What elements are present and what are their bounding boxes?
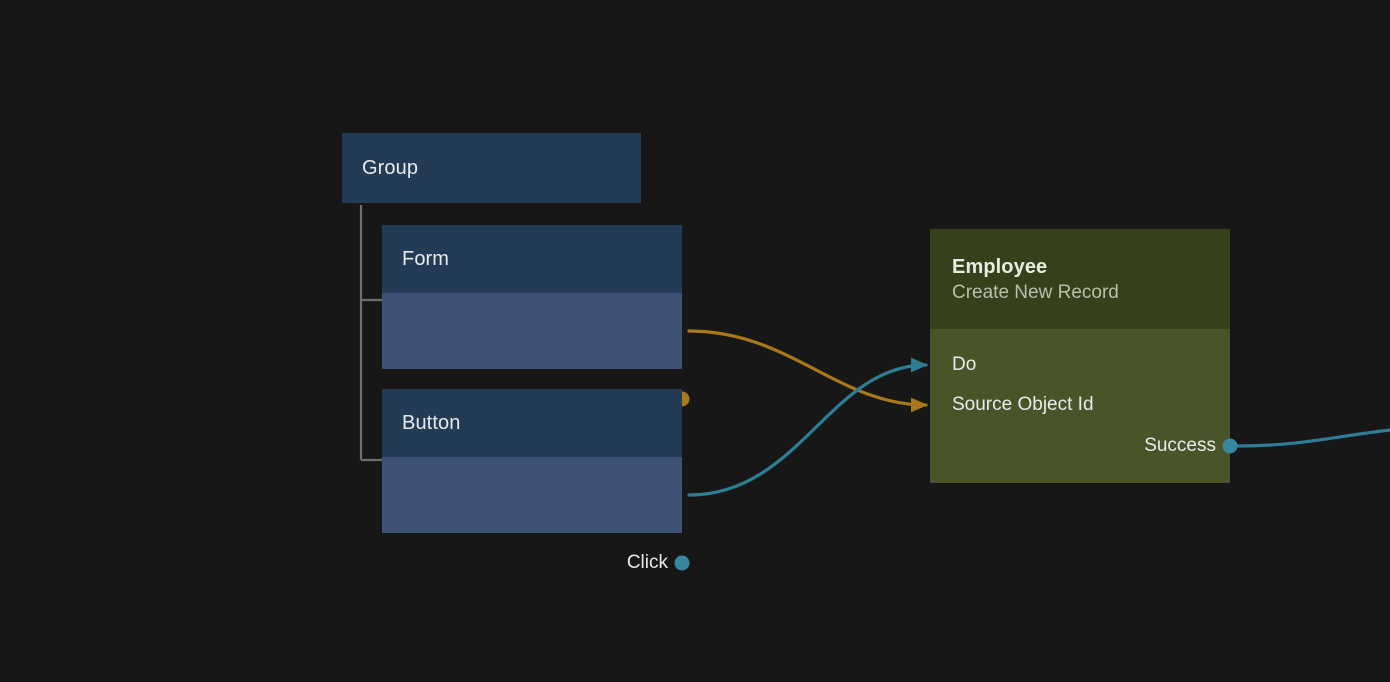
node-employee-subtitle: Create New Record — [952, 281, 1119, 303]
port-label-click: Click — [626, 552, 668, 573]
edge-button-click-to-do[interactable] — [687, 357, 928, 497]
node-group-header: Group — [342, 133, 641, 203]
port-row-source-object-id[interactable]: Source Object Id — [952, 392, 1094, 418]
node-form-body: Object Id — [382, 293, 682, 409]
port-row-do[interactable]: Do — [952, 352, 976, 378]
node-form[interactable]: Form Object Id — [382, 225, 690, 409]
port-label-success: Success — [1144, 435, 1216, 456]
port-dot-success[interactable] — [1222, 438, 1238, 454]
node-group[interactable]: Group — [342, 133, 641, 203]
edge-form-objectid-to-source-object-id[interactable] — [687, 329, 928, 413]
node-button[interactable]: Button Click — [382, 389, 690, 573]
node-button-body: Click — [382, 457, 682, 573]
node-button-title: Button — [402, 412, 461, 434]
node-employee-header: Employee Create New Record — [930, 229, 1230, 329]
node-button-header: Button — [382, 389, 682, 457]
node-employee-body: Do Source Object Id Success — [930, 329, 1230, 483]
node-employee-title: Employee — [952, 255, 1048, 278]
node-form-header: Form — [382, 225, 682, 293]
port-dot-click[interactable] — [674, 555, 690, 571]
node-employee[interactable]: Employee Create New Record Do Source Obj… — [930, 229, 1238, 483]
edge-employee-success-outgoing[interactable] — [1235, 428, 1390, 448]
node-form-title: Form — [402, 248, 450, 270]
node-group-title: Group — [362, 157, 419, 179]
port-row-success[interactable]: Success — [1144, 433, 1216, 459]
port-label-source-object-id: Source Object Id — [952, 394, 1094, 415]
port-label-do: Do — [952, 354, 977, 375]
port-row-click[interactable]: Click — [627, 550, 668, 576]
